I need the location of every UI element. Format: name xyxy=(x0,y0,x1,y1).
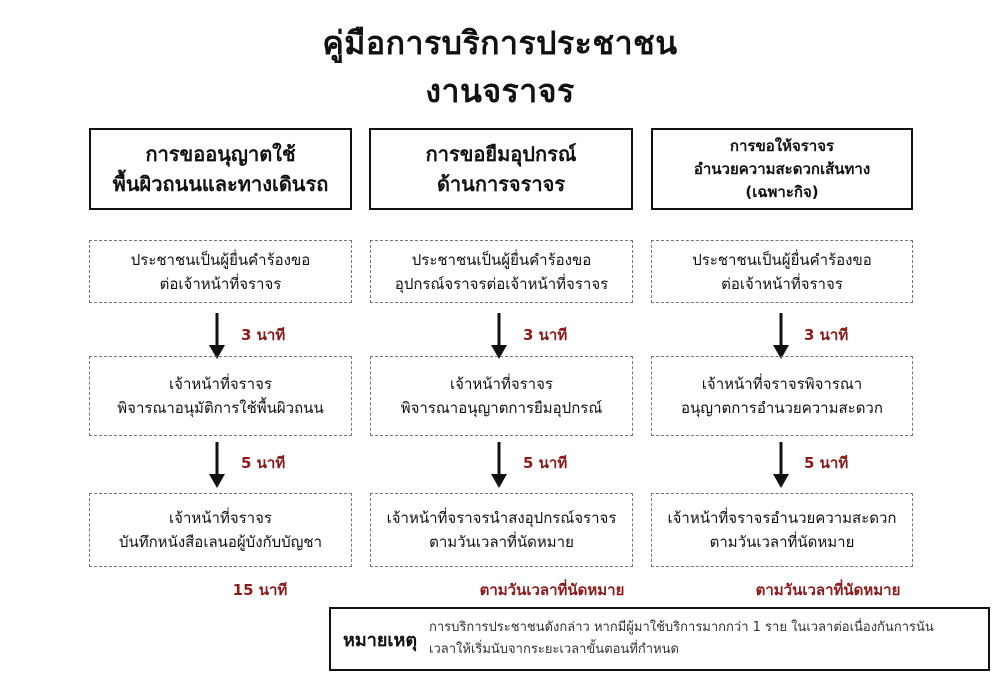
note-box: หมายเหตุ การบริการประชาชนดังกล่าว หากมีผ… xyxy=(329,607,990,671)
column-3-header: การขอให้จราจร อำนวยความสะดวกเส้นทาง (เฉพ… xyxy=(651,128,913,210)
column-2-step-1-line-1: ประชาชนเป็นผู้ยื่นคำร้องขอ xyxy=(411,250,592,269)
column-2-header-line-1: การขอยืมอุปกรณ์ xyxy=(425,142,577,166)
column-1-step-1-line-1: ประชาชนเป็นผู้ยื่นคำร้องขอ xyxy=(130,250,311,269)
column-2-step-3-line-1: เจ้าหน้าที่จราจรนำสงอุปกรณ์จราจร xyxy=(386,509,617,527)
column-2-step-2-line-2: พิจารณาอนุญาตการยืมอุปกรณ์ xyxy=(400,399,603,417)
column-2-step-3-line-2: ตามวันเวลาที่นัดหมาย xyxy=(429,533,574,551)
column-3-step-1: ประชาชนเป็นผู้ยื่นคำร้องขอ ต่อเจ้าหน้าที… xyxy=(651,240,913,303)
column-3-step-2-line-2: อนุญาตการอำนวยความสะดวก xyxy=(681,399,883,417)
column-1-header-line-2: พื้นผิวถนนและทางเดินรถ xyxy=(112,172,329,196)
column-1-final-time: 15 นาที xyxy=(232,581,288,599)
page-title: คู่มือการบริการประชาชน xyxy=(322,24,678,62)
column-2-header: การขอยืมอุปกรณ์ ด้านการจราจร xyxy=(369,128,633,210)
column-2-step-2-line-1: เจ้าหน้าที่จราจร xyxy=(450,375,553,393)
column-3-step-1-line-1: ประชาชนเป็นผู้ยื่นคำร้องขอ xyxy=(692,250,872,269)
column-1-step-3-line-2: บันทึกหนังสือเลนอผู้บังกับบัญชา xyxy=(118,533,323,551)
column-3-time-2: 5 นาที xyxy=(804,454,849,472)
note-label: หมายเหตุ xyxy=(343,629,418,651)
column-3-step-3-line-2: ตามวันเวลาที่นัดหมาย xyxy=(709,533,855,551)
column-2-time-1: 3 นาที xyxy=(523,326,568,344)
column-3-header-line-1: การขอให้จราจร xyxy=(729,136,835,155)
column-3-step-1-line-2: ต่อเจ้าหน้าที่จราจร xyxy=(721,274,843,293)
column-3-header-line-2: อำนวยความสะดวกเส้นทาง xyxy=(693,159,871,178)
column-2-header-line-2: ด้านการจราจร xyxy=(436,172,566,196)
note-text-line-2: เวลาให้เริ่มนับจากระยะเวลาขั้นตอนที่กำหน… xyxy=(429,642,679,657)
column-3-header-line-3: (เฉพาะกิจ) xyxy=(745,182,819,201)
down-arrow-icon xyxy=(491,313,507,359)
down-arrow-icon xyxy=(773,313,789,359)
column-3-step-2: เจ้าหน้าที่จราจรพิจารณา อนุญาตการอำนวยคว… xyxy=(651,356,913,436)
column-1-time-2: 5 นาที xyxy=(241,454,286,472)
column-1-time-1: 3 นาที xyxy=(241,326,286,344)
down-arrow-icon xyxy=(491,442,507,488)
column-1-step-2: เจ้าหน้าที่จราจร พิจารณาอนุมัติการใช้พื้… xyxy=(89,356,352,436)
column-3-step-3: เจ้าหน้าที่จราจรอำนวยความสะดวก ตามวันเวล… xyxy=(651,493,913,567)
column-3-step-3-line-1: เจ้าหน้าที่จราจรอำนวยความสะดวก xyxy=(667,509,897,527)
note-text: การบริการประชาชนดังกล่าว หากมีผู้มาใช้บร… xyxy=(429,617,934,661)
column-1-step-2-line-1: เจ้าหน้าที่จราจร xyxy=(169,375,272,393)
column-2-step-1: ประชาชนเป็นผู้ยื่นคำร้องขอ อุปกรณ์จราจรต… xyxy=(370,240,633,303)
column-3-time-1: 3 นาที xyxy=(804,326,849,344)
column-1-step-2-line-2: พิจารณาอนุมัติการใช้พื้นผิวถนน xyxy=(117,399,324,417)
column-1-header-line-1: การขออนุญาตใช้ xyxy=(145,142,296,166)
column-3-step-2-line-1: เจ้าหน้าที่จราจรพิจารณา xyxy=(701,375,863,393)
down-arrow-icon xyxy=(209,313,225,359)
down-arrow-icon xyxy=(209,442,225,488)
column-1-step-3: เจ้าหน้าที่จราจร บันทึกหนังสือเลนอผู้บัง… xyxy=(89,493,352,567)
column-1-step-3-line-1: เจ้าหน้าที่จราจร xyxy=(169,509,272,527)
column-1-header: การขออนุญาตใช้ พื้นผิวถนนและทางเดินรถ xyxy=(89,128,352,210)
column-3-final-time: ตามวันเวลาที่นัดหมาย xyxy=(755,581,901,599)
column-2-time-2: 5 นาที xyxy=(523,454,568,472)
column-1-step-1-line-2: ต่อเจ้าหน้าที่จราจร xyxy=(159,274,282,293)
column-2-step-2: เจ้าหน้าที่จราจร พิจารณาอนุญาตการยืมอุปก… xyxy=(370,356,633,436)
note-text-line-1: การบริการประชาชนดังกล่าว หากมีผู้มาใช้บร… xyxy=(429,620,934,635)
page-subtitle: งานจราจร xyxy=(425,72,575,110)
column-2-step-1-line-2: อุปกรณ์จราจรต่อเจ้าหน้าที่จราจร xyxy=(394,274,609,293)
column-1-step-1: ประชาชนเป็นผู้ยื่นคำร้องขอ ต่อเจ้าหน้าที… xyxy=(89,240,352,303)
column-2-final-time: ตามวันเวลาที่นัดหมาย xyxy=(479,581,625,599)
column-2-step-3: เจ้าหน้าที่จราจรนำสงอุปกรณ์จราจร ตามวันเ… xyxy=(370,493,633,567)
down-arrow-icon xyxy=(773,442,789,488)
